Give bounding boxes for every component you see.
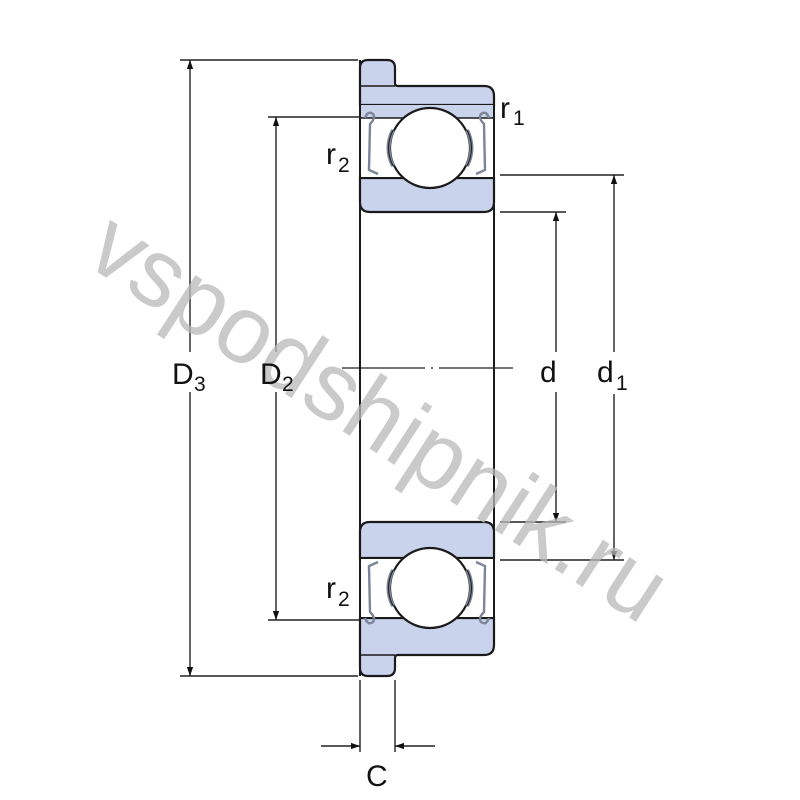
label-r2-top: r 2 [326, 138, 350, 177]
label-r2-top-main: r [326, 138, 336, 171]
label-d1: d 1 [597, 356, 628, 395]
label-r2-bottom-main: r [326, 572, 336, 605]
label-r1-main: r [500, 92, 510, 125]
label-d1-main: d [597, 356, 614, 389]
label-d1-sub: 1 [616, 372, 628, 395]
seal-top [363, 111, 491, 176]
bearing-section-bottom [358, 520, 496, 678]
label-r2-bottom: r 2 [326, 572, 350, 611]
dimension-lines [180, 59, 624, 752]
label-D3-sub: 3 [194, 373, 206, 396]
label-D3-main: D [172, 358, 194, 391]
ball-top [388, 106, 472, 190]
label-d-main: d [540, 356, 557, 389]
label-r1-sub: 1 [513, 107, 525, 130]
outer-ring-top [358, 58, 496, 107]
label-C-main: C [366, 760, 388, 793]
label-D3: D 3 [172, 358, 206, 396]
label-r2-top-sub: 2 [338, 154, 350, 177]
label-d: d [540, 356, 557, 389]
seal-bottom [363, 560, 491, 625]
label-D2: D 2 [260, 358, 294, 396]
ball-bottom [388, 546, 472, 630]
outer-ring-bottom [358, 616, 496, 678]
label-C: C [366, 760, 388, 793]
label-D2-sub: 2 [282, 373, 294, 396]
label-D2-main: D [260, 358, 282, 391]
label-r2-bottom-sub: 2 [338, 588, 350, 611]
label-r1: r 1 [500, 92, 525, 130]
